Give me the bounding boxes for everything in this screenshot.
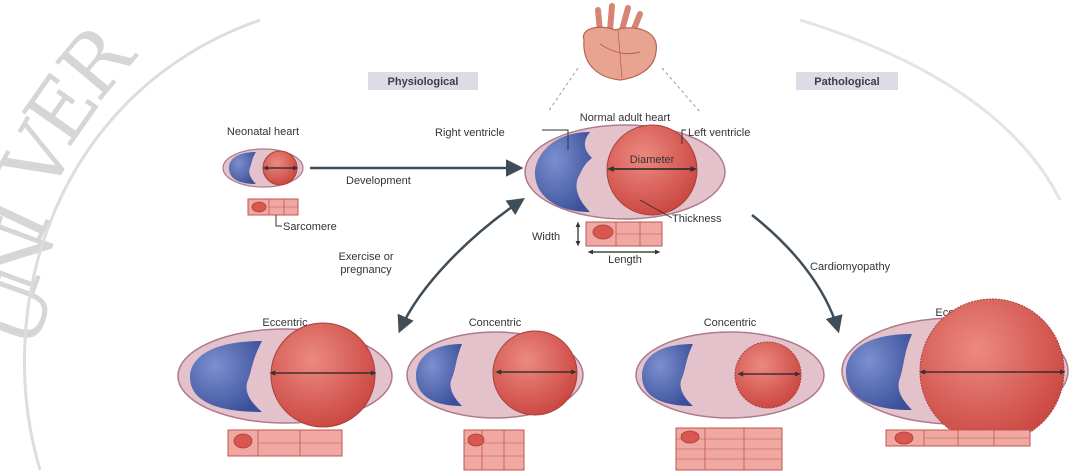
header-pathological: Pathological	[796, 72, 898, 90]
anatomical-heart-icon	[583, 6, 656, 80]
cardiomyopathy-label: Cardiomyopathy	[810, 261, 891, 273]
header-physiological: Physiological	[368, 72, 478, 90]
thickness-label: Thickness	[672, 213, 722, 225]
sarcomere-label: Sarcomere	[283, 221, 337, 233]
svg-text:Physiological: Physiological	[388, 76, 459, 88]
development-arrow: Development	[310, 168, 520, 187]
sarcomere-neonatal: Sarcomere	[248, 199, 337, 233]
width-label: Width	[532, 231, 560, 243]
heart-label: Concentric	[704, 317, 757, 329]
heart-physiological-concentric: Concentric	[407, 317, 583, 418]
sarcomere-pathological-eccentric	[886, 430, 1030, 446]
neonatal-heart-label: Neonatal heart	[227, 126, 299, 138]
length-label: Length	[608, 254, 642, 266]
heart-physiological-eccentric: Eccentric	[178, 317, 392, 427]
normal-adult-heart-label: Normal adult heart	[580, 112, 671, 124]
heart-label: Concentric	[469, 317, 522, 329]
left-ventricle-label: Left ventricle	[688, 127, 750, 139]
neonatal-heart: Neonatal heart	[223, 126, 303, 187]
heart-label: Eccentric	[262, 317, 308, 329]
right-ventricle-label: Right ventricle	[435, 127, 505, 139]
exercise-label-line2: pregnancy	[340, 264, 392, 276]
sarcomere-physiological-concentric	[464, 430, 524, 470]
heart-pathological-concentric: Concentric	[636, 317, 824, 418]
heart-pathological-eccentric: Eccentric	[842, 299, 1068, 443]
svg-text:Pathological: Pathological	[814, 76, 879, 88]
cardiomyopathy-arrow: Cardiomyopathy	[752, 215, 891, 330]
sarcomere-adult: Width Length	[532, 222, 662, 266]
exercise-arrow: Exercise or pregnancy	[338, 200, 522, 330]
development-label: Development	[346, 175, 411, 187]
diameter-label: Diameter	[630, 154, 675, 166]
exercise-label-line1: Exercise or	[338, 251, 393, 263]
left-ventricle	[607, 125, 697, 215]
sarcomere-physiological-eccentric	[228, 430, 342, 456]
sarcomere-pathological-concentric	[676, 428, 782, 470]
